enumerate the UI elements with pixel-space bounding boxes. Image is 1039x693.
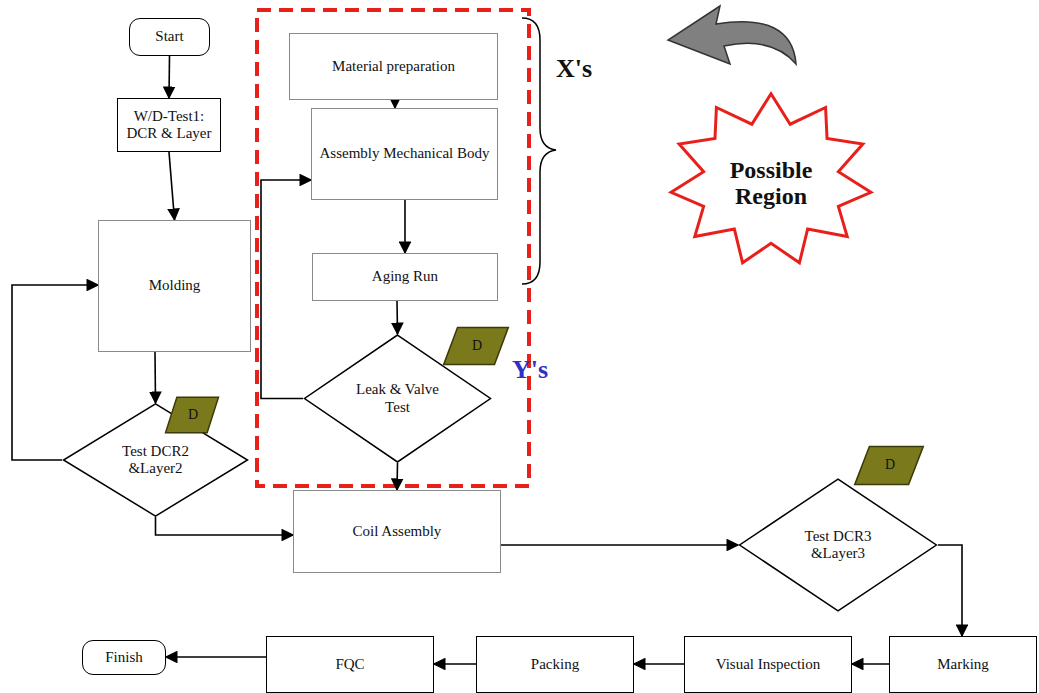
- process-box: Material preparation: [289, 33, 498, 100]
- process-box: Molding: [98, 220, 251, 352]
- process-box: Aging Run: [312, 253, 498, 301]
- terminal-box: Start: [129, 18, 210, 56]
- process-box: Coil Assembly: [293, 490, 501, 573]
- node-text: Material preparation: [332, 58, 455, 75]
- node-text: Test DCR2 &Layer2: [107, 443, 204, 478]
- curly-brace: [522, 18, 556, 284]
- curved-arrow: [668, 6, 796, 64]
- flow-connector: [852, 663, 889, 665]
- data-marker: D: [165, 397, 219, 433]
- shape-fill: [740, 479, 937, 611]
- flow-connector: [396, 463, 398, 490]
- process-box: Marking: [889, 636, 1037, 693]
- flow-connector: [166, 656, 266, 658]
- process-box: Assembly Mechanical Body: [311, 108, 498, 200]
- flow-connector: [169, 152, 175, 220]
- node-text: D: [186, 407, 198, 423]
- node-text: Packing: [531, 656, 579, 673]
- flow-connector: [168, 56, 170, 98]
- process-box: Visual Inspection: [684, 636, 852, 693]
- node-text: Test DCR3 &Layer3: [786, 528, 890, 563]
- flow-connector: [634, 663, 684, 665]
- decision-diamond: Test DCR3 &Layer3: [738, 478, 938, 612]
- flow-connector: [501, 544, 738, 546]
- flow-connector: [434, 663, 476, 665]
- flow-connector: [394, 100, 396, 108]
- node-text: Start: [155, 28, 183, 45]
- node-text: Possible Region: [711, 157, 831, 210]
- data-marker: D: [443, 327, 509, 365]
- process-box: Packing: [476, 636, 634, 693]
- annotation-label: X's: [556, 54, 592, 84]
- node-text: Visual Inspection: [716, 656, 821, 673]
- node-text: Assembly Mechanical Body: [320, 145, 490, 162]
- flow-connector: [154, 352, 156, 403]
- flow-connector: [938, 545, 962, 636]
- shape-fill: [855, 446, 924, 484]
- node-text: Coil Assembly: [353, 523, 442, 540]
- node-text: W/D-Test1: DCR & Layer: [124, 108, 214, 143]
- annotation-label: Y's: [512, 355, 548, 385]
- shape-fill: [671, 94, 871, 263]
- node-text: Leak & Valve Test: [349, 381, 447, 416]
- node-text: Marking: [937, 656, 989, 673]
- data-marker: D: [854, 446, 924, 485]
- shape-fill: [444, 327, 509, 364]
- process-box: W/D-Test1: DCR & Layer: [117, 98, 221, 152]
- flow-connector: [404, 200, 406, 253]
- decision-diamond: Test DCR2 &Layer2: [62, 403, 249, 517]
- node-text: D: [883, 457, 895, 473]
- flow-connector: [261, 180, 311, 399]
- dashed-region: [257, 10, 529, 486]
- shape-fill: [63, 404, 247, 516]
- process-box: FQC: [266, 636, 434, 693]
- node-text: Molding: [149, 277, 201, 294]
- node-text: FQC: [335, 656, 364, 673]
- node-text: D: [470, 338, 482, 354]
- flow-connector: [396, 301, 398, 334]
- flow-connector: [12, 285, 98, 460]
- shape-fill: [166, 397, 219, 432]
- flow-connector: [156, 517, 294, 535]
- terminal-box: Finish: [82, 640, 166, 675]
- node-text: Finish: [105, 649, 143, 666]
- node-text: Aging Run: [372, 268, 438, 285]
- callout-star: Possible Region: [668, 92, 874, 268]
